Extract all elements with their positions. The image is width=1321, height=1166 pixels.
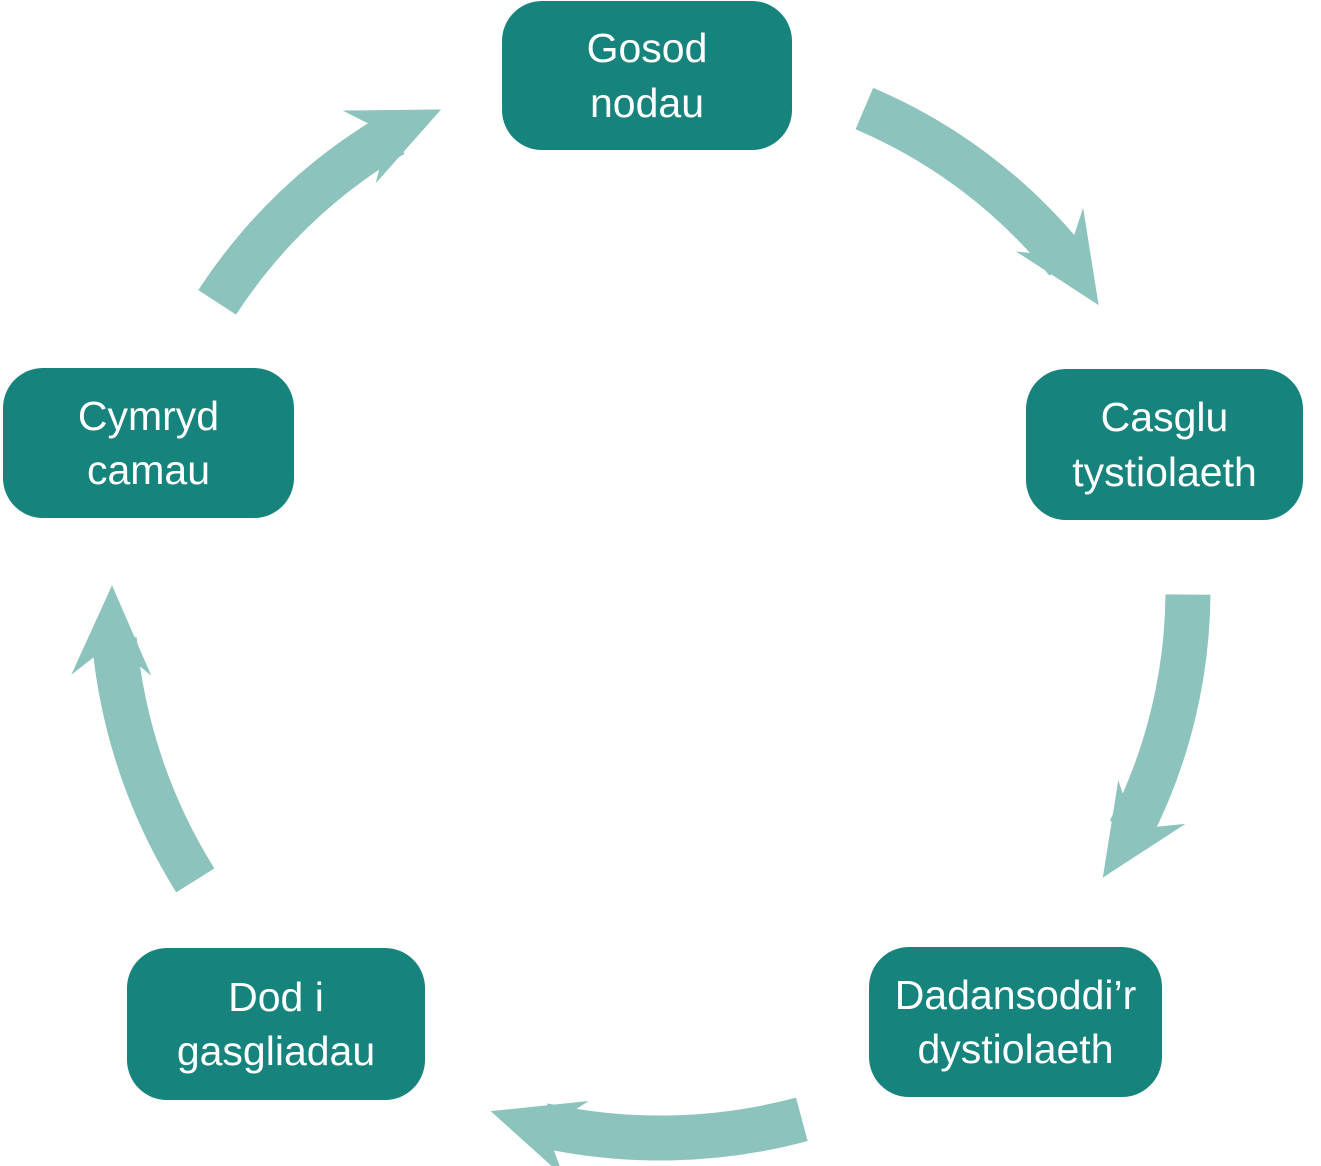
arrow-casglu-tystiolaeth-to-dadansoddir-dystiolaeth: [1102, 594, 1211, 878]
arrow-gosod-nodau-to-casglu-tystiolaeth: [855, 87, 1099, 306]
arrowhead-icon: [490, 1100, 589, 1166]
arrowhead-icon: [342, 109, 442, 184]
cycle-node-gosod-nodau: Gosod nodau: [502, 1, 792, 150]
cycle-node-label: Cymryd camau: [78, 389, 219, 497]
node-label-line: Dod i: [228, 973, 324, 1020]
node-label-line: Casglu: [1100, 394, 1229, 441]
cycle-node-dod-i-gasgliadau: Dod i gasgliadau: [127, 948, 425, 1100]
node-label-line: dystiolaeth: [917, 1026, 1114, 1072]
node-label-line: camau: [86, 447, 211, 493]
node-label-line: Gosod: [586, 25, 708, 72]
cycle-node-label: Dadansoddi’r dystiolaeth: [895, 968, 1137, 1076]
cycle-node-label: Gosod nodau: [587, 21, 708, 129]
cycle-node-casglu-tystiolaeth: Casglu tystiolaeth: [1026, 369, 1303, 520]
arrowhead-icon: [71, 585, 152, 676]
cycle-node-cymryd-camau: Cymryd camau: [3, 368, 294, 518]
cycle-node-label: Casglu tystiolaeth: [1072, 390, 1257, 498]
node-label-line: tystiolaeth: [1072, 448, 1257, 495]
arrow-cymryd-camau-to-gosod-nodau: [198, 109, 442, 315]
node-label-line: nodau: [589, 79, 704, 126]
arrowhead-icon: [1016, 207, 1099, 306]
node-label-line: Dadansoddi’r: [894, 971, 1137, 1018]
arrow-dod-i-gasgliadau-to-cymryd-camau: [71, 585, 215, 893]
arrow-dadansoddir-dystiolaeth-to-dod-i-gasgliadau: [490, 1097, 808, 1166]
cycle-node-label: Dod i gasgliadau: [177, 970, 375, 1078]
node-label-line: Cymryd: [77, 392, 220, 439]
cycle-node-dadansoddir-dystiolaeth: Dadansoddi’r dystiolaeth: [869, 947, 1162, 1097]
arrowhead-icon: [1102, 780, 1186, 878]
node-label-line: gasgliadau: [176, 1028, 376, 1074]
